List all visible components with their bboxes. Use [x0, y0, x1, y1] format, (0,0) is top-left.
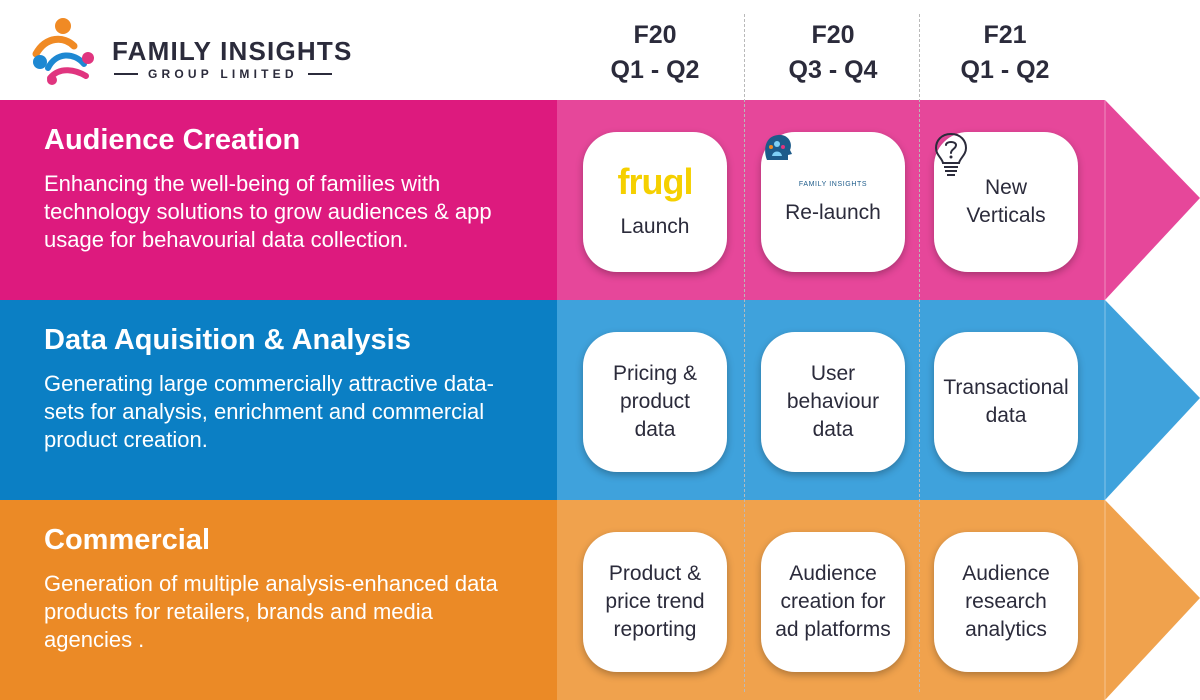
- card-user-behaviour-data: User behaviour data: [761, 332, 905, 472]
- row-title: Commercial: [44, 524, 211, 556]
- row-info: Audience Creation Enhancing the well-bei…: [0, 100, 557, 300]
- row-timeline-arrow: Pricing & product data User behaviour da…: [557, 300, 1200, 500]
- mini-logo-text: FAMILY INSIGHTS: [798, 180, 868, 188]
- card-label: Re-launch: [785, 200, 881, 224]
- column-year: F20: [811, 21, 855, 49]
- brand-subtitle: GROUP LIMITED: [114, 67, 376, 81]
- card-label: User behaviour data: [786, 362, 880, 441]
- row-commercial: Commercial Generation of multiple analys…: [0, 500, 1200, 700]
- column-quarters: Q1 - Q2: [960, 56, 1050, 84]
- card-new-verticals: New Verticals: [934, 132, 1078, 272]
- family-insights-mini-logo: FAMILY INSIGHTS: [765, 134, 868, 189]
- card-label: Audience research analytics: [962, 562, 1050, 641]
- brand-name: FAMILY INSIGHTS: [112, 36, 353, 66]
- card-label: Audience creation for ad platforms: [775, 562, 891, 641]
- column-year: F20: [633, 21, 677, 49]
- row-timeline-arrow: frugl Launch FAMILY INSIGHTS Re-launch: [557, 100, 1200, 300]
- card-label: Product & price trend reporting: [605, 562, 705, 641]
- column-divider: [744, 14, 745, 692]
- card-family-insights-relaunch: FAMILY INSIGHTS Re-launch: [761, 132, 905, 272]
- brand-rule-right: [307, 73, 332, 75]
- row-description: Generation of multiple analysis-enhanced…: [44, 571, 498, 652]
- brand-subtitle-text: GROUP LIMITED: [148, 67, 298, 81]
- card-audience-creation-ads: Audience creation for ad platforms: [761, 532, 905, 672]
- column-header-1: F20 Q1 - Q2: [580, 18, 730, 88]
- row-audience-creation: Audience Creation Enhancing the well-bei…: [0, 100, 1200, 300]
- card-label: New Verticals: [966, 176, 1046, 227]
- row-data-acquisition: Data Aquisition & Analysis Generating la…: [0, 300, 1200, 500]
- brand-rule-left: [114, 73, 138, 75]
- card-label: Transactional data: [943, 376, 1069, 427]
- column-quarters: Q3 - Q4: [788, 56, 878, 84]
- company-logo: FAMILY INSIGHTS GROUP LIMITED: [26, 16, 386, 86]
- column-header-3: F21 Q1 - Q2: [930, 18, 1080, 88]
- card-frugl-launch: frugl Launch: [583, 132, 727, 272]
- family-figures-logo-icon: [32, 18, 94, 85]
- row-description: Enhancing the well-being of families wit…: [44, 171, 492, 252]
- row-info: Data Aquisition & Analysis Generating la…: [0, 300, 557, 500]
- card-transactional-data: Transactional data: [934, 332, 1078, 472]
- card-product-price-trend: Product & price trend reporting: [583, 532, 727, 672]
- card-label: Launch: [620, 215, 690, 238]
- card-label: Pricing & product data: [612, 362, 698, 441]
- row-title: Audience Creation: [44, 124, 301, 156]
- column-header-2: F20 Q3 - Q4: [758, 18, 908, 88]
- row-title: Data Aquisition & Analysis: [44, 324, 411, 356]
- column-quarters: Q1 - Q2: [610, 56, 700, 84]
- frugl-logo: frugl: [617, 161, 694, 202]
- column-divider: [919, 14, 920, 692]
- card-pricing-product-data: Pricing & product data: [583, 332, 727, 472]
- lightbulb-question-icon: [934, 132, 968, 176]
- row-timeline-arrow: Product & price trend reporting Audience…: [557, 500, 1200, 700]
- row-info: Commercial Generation of multiple analys…: [0, 500, 557, 700]
- card-audience-research: Audience research analytics: [934, 532, 1078, 672]
- row-description: Generating large commercially attractive…: [44, 371, 494, 452]
- column-year: F21: [983, 21, 1027, 49]
- head-profile-icon: [765, 134, 792, 160]
